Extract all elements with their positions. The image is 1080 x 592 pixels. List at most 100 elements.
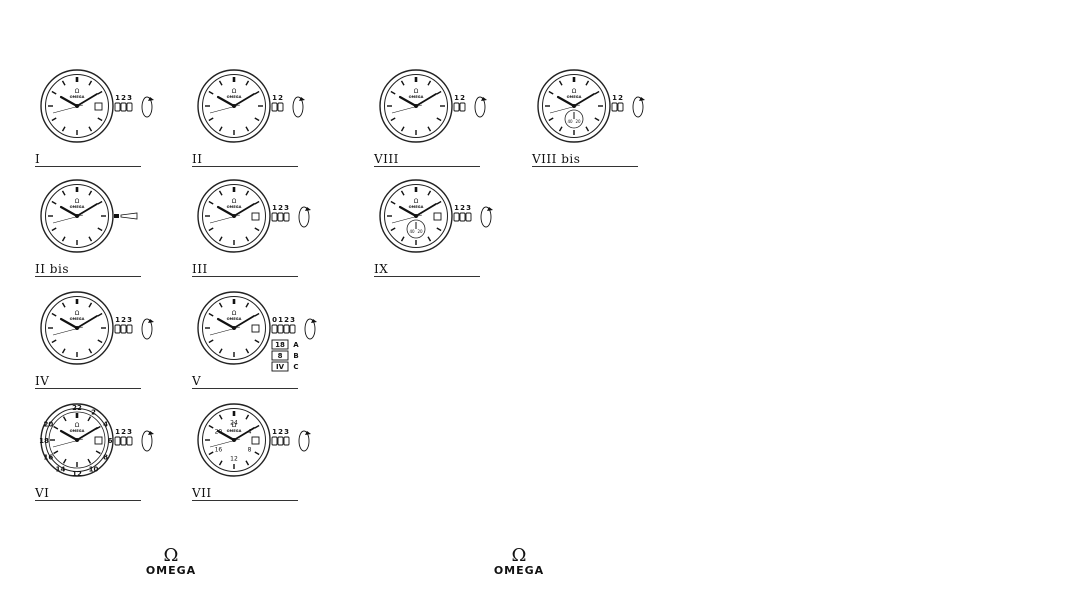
crown-position-marker — [453, 102, 460, 112]
dial-omega-text: OMEGA — [70, 205, 85, 209]
crown-position-marker — [611, 102, 618, 112]
hour-index — [218, 236, 223, 242]
hour-index — [51, 312, 57, 317]
hour-hand — [216, 205, 236, 218]
hour-hand — [216, 429, 236, 442]
bezel-number: 12 — [72, 470, 82, 478]
omega-logo-footer-right: Ω OMEGA — [479, 547, 559, 578]
hand-pivot — [232, 438, 236, 442]
minute-hand — [76, 203, 98, 217]
dial-omega-text: OMEGA — [409, 205, 424, 209]
hand-pivot — [232, 214, 236, 218]
hour-index — [245, 80, 250, 86]
arrow-head-icon — [148, 97, 154, 101]
rotation-arrow-icon — [298, 430, 310, 452]
dial-omega-symbol: Ω — [232, 422, 237, 429]
dial-omega-symbol: Ω — [414, 198, 419, 205]
hour-index — [254, 312, 260, 317]
hour-index — [88, 126, 93, 132]
label-underline — [192, 166, 298, 167]
label-underline — [35, 388, 141, 389]
hand-pivot — [232, 104, 236, 108]
crown-position-number: 3 — [284, 428, 289, 436]
setting-pin-icon — [120, 212, 138, 220]
hour-index — [594, 117, 600, 122]
watch-position-VII: 2448121620ΩOMEGA123 VII — [192, 402, 342, 512]
hour-hand — [59, 317, 79, 330]
hour-index — [558, 80, 563, 86]
callout-box — [271, 350, 289, 361]
crown-position-marker — [277, 324, 284, 334]
crown-position-number: 2 — [278, 204, 283, 212]
callout-box — [271, 339, 289, 350]
subdial-number: 20 — [417, 229, 423, 234]
hour-index — [62, 458, 67, 464]
crown-position-marker — [271, 324, 278, 334]
hour-index — [208, 339, 214, 344]
hour-hand — [59, 95, 79, 108]
dial-24h-number: 16 — [215, 447, 223, 454]
hour-index — [436, 227, 442, 232]
crown-position-number: 3 — [284, 204, 289, 212]
hand-pivot — [572, 104, 576, 108]
hour-index — [245, 236, 250, 242]
label-underline — [35, 276, 141, 277]
date-window — [251, 212, 260, 221]
hour-index — [51, 339, 57, 344]
hour-index — [245, 348, 250, 354]
rotation-arrow-icon — [632, 96, 644, 118]
hour-index — [208, 200, 214, 205]
hour-index — [53, 450, 59, 455]
hour-index — [61, 348, 66, 354]
label-underline — [192, 500, 298, 501]
rotation-arrow-icon — [292, 96, 304, 118]
rotation-arrow-icon — [141, 318, 153, 340]
hour-index — [245, 460, 250, 466]
bezel-inner-ring — [48, 411, 106, 469]
crown-position-marker — [465, 212, 472, 222]
minute-hand — [415, 203, 437, 217]
crown-position-number: 1 — [612, 94, 617, 102]
hour-index — [97, 339, 103, 344]
date-window — [433, 212, 442, 221]
hour-index — [87, 458, 92, 464]
dial-omega-symbol: Ω — [572, 88, 577, 95]
crown-position-number: 0 — [272, 316, 277, 324]
hour-index — [61, 190, 66, 196]
minute-hand — [76, 93, 98, 107]
hour-hand — [556, 95, 576, 108]
position-label: VII — [192, 486, 212, 500]
crown-position-number: 1 — [115, 316, 120, 324]
hour-index — [254, 227, 260, 232]
rotation-arrow-icon — [141, 96, 153, 118]
crown-position-marker — [283, 212, 290, 222]
hour-index — [218, 414, 223, 420]
bezel-number: 14 — [56, 466, 66, 474]
dial-omega-symbol: Ω — [414, 88, 419, 95]
hour-index — [254, 90, 260, 95]
crown-position-number: 2 — [278, 428, 283, 436]
hour-index — [88, 236, 93, 242]
label-underline — [192, 276, 298, 277]
rotation-arrow-icon — [298, 206, 310, 228]
callout-value: 8 — [278, 352, 283, 360]
crown-position-number: 2 — [284, 316, 289, 324]
minute-hand — [233, 203, 255, 217]
bezel-number: 18 — [39, 437, 49, 445]
crown-position-number: 1 — [272, 204, 277, 212]
crown-position-number: 2 — [618, 94, 623, 102]
hour-index — [208, 451, 214, 456]
crown-position-marker — [126, 324, 133, 334]
hour-index — [218, 190, 223, 196]
hour-index — [62, 416, 67, 422]
hour-index — [594, 90, 600, 95]
